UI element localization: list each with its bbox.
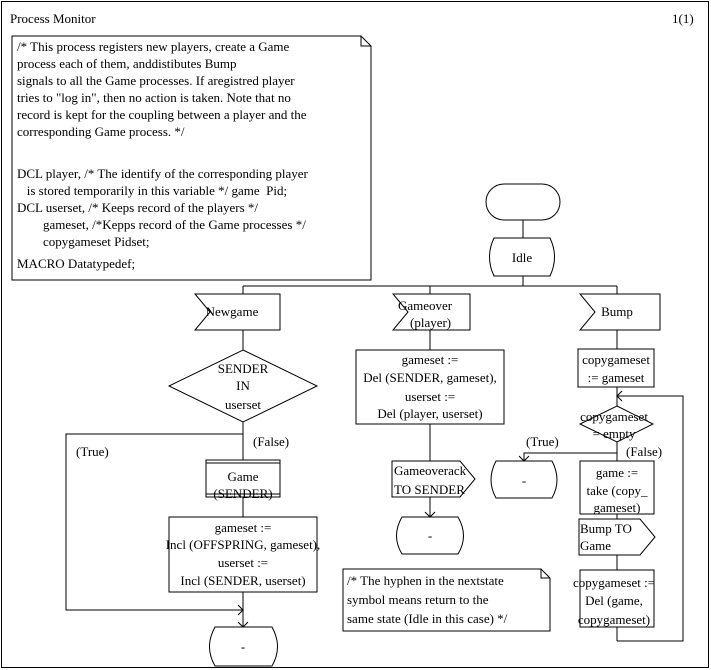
task-del	[355, 349, 505, 425]
folded-corner	[360, 36, 371, 47]
nextstate-label: -	[241, 639, 245, 654]
svg-text:tries to "log in", then no act: tries to "log in", then no action is tak…	[17, 90, 291, 105]
svg-text:process each of them, anddisti: process each of them, anddistibutes Bump	[17, 56, 237, 71]
create-request-game	[205, 459, 281, 498]
input-bump-label: Bump	[601, 304, 633, 319]
svg-text:signals to all the Game proces: signals to all the Game processes. If ar…	[17, 73, 295, 88]
false-label: (False)	[626, 444, 662, 459]
task-label: Del (player, userset)	[377, 406, 482, 421]
svg-text:gameset, /*Kepps record of the: gameset, /*Kepps record of the Game proc…	[17, 217, 306, 232]
declaration-text-symbol	[11, 35, 372, 281]
output-gameoverack	[391, 460, 476, 498]
input-newgame-label: Newgame	[206, 304, 259, 319]
true-label: (True)	[76, 444, 109, 459]
svg-text:/* This process registers new: /* This process registers new players, c…	[17, 39, 290, 54]
start-symbol	[485, 183, 561, 221]
input-signal-newgame	[193, 293, 281, 331]
output-label: Game	[580, 538, 611, 553]
false-label: (False)	[253, 434, 289, 449]
svg-text:is stored temporarily in this: is stored temporarily in this variable *…	[17, 183, 287, 198]
process-title: Process Monitor	[10, 11, 96, 26]
arrowhead	[616, 390, 623, 402]
svg-text:DCL player, /* The identify of: DCL player, /* The identify of the corre…	[17, 166, 308, 181]
svg-text:DCL userset, /* Keeps record o: DCL userset, /* Keeps record of the play…	[17, 200, 258, 215]
create-label: Game	[227, 469, 258, 484]
input-signal-bump	[578, 293, 661, 331]
comment-text-symbol	[342, 568, 551, 632]
task-label: userset :=	[405, 389, 455, 404]
task-label: game :=	[596, 465, 638, 480]
comment-text: same state (Idle in this case) */	[347, 611, 508, 626]
task-label: gameset)	[594, 500, 641, 515]
arrowhead	[237, 604, 244, 616]
true-label: (True)	[526, 434, 559, 449]
state-idle-label: Idle	[512, 250, 532, 265]
task-label: Del (SENDER, gameset),	[363, 370, 497, 385]
create-label: (SENDER)	[213, 486, 272, 501]
comment-text: /* The hyphen in the nextstate	[347, 573, 504, 588]
true-path-line	[523, 452, 617, 461]
task-del-game	[579, 569, 655, 628]
true-path-line	[65, 433, 243, 611]
svg-text:record is kept for the couplin: record is kept for the coupling between …	[17, 107, 307, 122]
task-label: gameset :=	[215, 520, 272, 535]
nextstate-label: -	[522, 473, 526, 488]
task-label: copygameset :=	[573, 575, 655, 590]
folded-corner	[540, 569, 550, 579]
svg-text:MACRO Datatypedef;: MACRO Datatypedef;	[17, 256, 135, 271]
page-number: 1(1)	[672, 11, 694, 26]
task-label: Incl (SENDER, userset)	[180, 573, 305, 588]
task-label: take (copy_	[586, 483, 648, 498]
decision-label: SENDER	[218, 361, 269, 376]
task-label: userset :=	[218, 555, 268, 570]
output-bump-to-game	[578, 518, 656, 556]
task-label: gameset :=	[402, 352, 459, 367]
svg-text:copygameset Pidset;: copygameset Pidset;	[17, 234, 150, 249]
decision-label: = empty	[592, 426, 636, 441]
nextstate-dash-bump	[490, 460, 558, 499]
nextstate-label: -	[428, 528, 432, 543]
task-incl	[168, 516, 318, 593]
svg-text:corresponding Game process. */: corresponding Game process. */	[17, 124, 185, 139]
nextstate-dash-gameover	[396, 516, 464, 555]
comment-text: symbol means return to the	[347, 592, 489, 607]
input-gameover-label: Gameover	[398, 298, 453, 313]
task-label: := gameset	[588, 370, 645, 385]
nextstate-dash-newgame	[209, 626, 278, 667]
decision-label: IN	[236, 378, 250, 393]
output-label: TO SENDER	[394, 482, 465, 497]
decision-label: userset	[225, 397, 261, 412]
loop-back-line	[617, 395, 684, 642]
output-label: Gameoverack	[394, 463, 467, 478]
state-idle	[489, 237, 555, 277]
declaration-text: /* This process registers new players, c…	[17, 39, 308, 271]
task-label: Incl (OFFSPRING, gameset),	[166, 537, 321, 552]
task-label: Del (game,	[585, 593, 643, 608]
task-take	[579, 460, 655, 515]
input-gameover-label: (player)	[410, 315, 451, 330]
input-signal-gameover	[391, 293, 471, 331]
output-label: Bump TO	[580, 521, 632, 536]
decision-label: copygameset	[580, 409, 648, 424]
task-copygameset	[577, 348, 655, 388]
task-label: copygameset)	[578, 612, 650, 627]
task-label: copygameset	[582, 352, 650, 367]
